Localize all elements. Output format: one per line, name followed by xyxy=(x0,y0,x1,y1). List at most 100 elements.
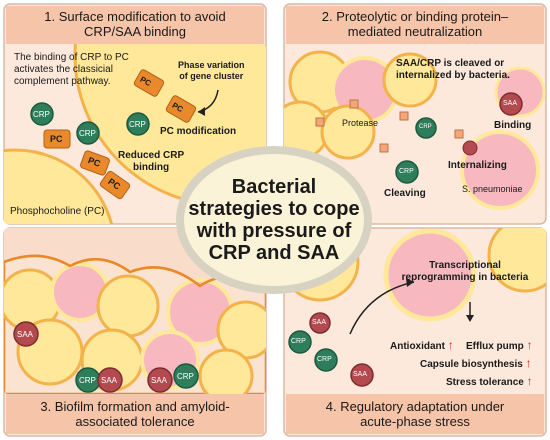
protease-label: Protease xyxy=(342,118,379,128)
panel-4-title-line1: 4. Regulatory adaptation under xyxy=(325,399,505,414)
crp-label: CRP xyxy=(33,110,50,119)
panel-3-markers xyxy=(13,321,199,393)
note-line: The binding of CRP to PC xyxy=(14,52,129,63)
center-title-line1: Bacterial xyxy=(231,176,317,198)
up-arrow-icon: ↑ xyxy=(526,338,533,352)
panel-4-title-line2: acute-phase stress xyxy=(360,414,470,429)
crp-marker xyxy=(288,330,312,354)
crp-marker xyxy=(395,160,419,184)
panel-3-title-line1: 3. Biofilm formation and amyloid- xyxy=(40,399,230,414)
binding-label: Binding xyxy=(494,120,532,131)
phase-line: of gene cluster xyxy=(179,71,244,81)
crp-marker xyxy=(415,117,437,139)
bacterium-cell xyxy=(382,52,438,108)
saa-marker xyxy=(97,367,123,393)
panel-2-title-line1: 2. Proteolytic or binding protein– xyxy=(321,9,509,24)
saa-label: SAA xyxy=(151,376,168,385)
saa-label: SAA xyxy=(17,330,34,339)
pc-tag xyxy=(80,150,110,176)
pc-tag xyxy=(165,95,197,123)
saa-marker xyxy=(309,312,331,334)
panel-4-header xyxy=(286,394,544,434)
arrowhead xyxy=(406,278,414,287)
saa-marker xyxy=(499,92,523,116)
note-line: activates the classicial xyxy=(14,64,113,75)
crp-label: CRP xyxy=(79,376,96,385)
panel-4-markers xyxy=(288,278,474,387)
pc-modification-label: PC modification xyxy=(160,126,237,137)
protease-fragment xyxy=(399,111,409,121)
center-title-line4: CRP and SAA xyxy=(208,242,340,264)
arrowhead xyxy=(466,315,474,322)
saa-marker xyxy=(13,321,39,347)
reprogramming-label: Transcriptional reprogramming in bacteri… xyxy=(390,260,540,284)
panel-1-title-line1: 1. Surface modification to avoid xyxy=(44,9,226,24)
antioxidant-text: Antioxidant xyxy=(390,341,445,352)
crp-label: CRP xyxy=(419,124,432,130)
crp-label: CRP xyxy=(317,356,332,363)
stress-label: Stress tolerance ↑ xyxy=(446,374,533,388)
up-arrow-icon: ↑ xyxy=(525,356,532,370)
arrow-to-reprogramming xyxy=(349,281,415,335)
bacterium-cell xyxy=(96,274,160,338)
arrowhead xyxy=(198,107,205,116)
panel-2-header xyxy=(286,6,544,44)
center-title: Bacterial strategies to cope with pressu… xyxy=(184,176,364,264)
bacterium-cell xyxy=(4,148,117,224)
crp-label: CRP xyxy=(177,372,194,381)
crp-marker xyxy=(173,363,199,389)
pc-tag xyxy=(43,129,71,149)
up-arrow-icon: ↑ xyxy=(526,374,533,388)
note-line: complement pathway. xyxy=(14,76,111,87)
phase-line: Phase variation xyxy=(178,60,245,70)
panel-1-note: The binding of CRP to PC activates the c… xyxy=(14,52,129,88)
pc-tag xyxy=(133,69,165,97)
panel-2-statement: SAA/CRP is cleaved or internalized by ba… xyxy=(396,58,510,82)
saa-label: SAA xyxy=(312,319,327,326)
phosphocholine-label: Phosphocholine (PC) xyxy=(10,206,105,217)
reduced-line: Reduced CRP xyxy=(118,150,185,161)
panel-2-artwork xyxy=(284,50,546,210)
saa-marker xyxy=(350,363,374,387)
protease-fragment xyxy=(454,129,464,139)
stress-text: Stress tolerance xyxy=(446,377,524,388)
bacterium-cell xyxy=(460,130,540,210)
panel-2-title-line2: mediated neutralization xyxy=(347,24,483,39)
statement-line: internalized by bacteria. xyxy=(396,70,510,81)
panel-1-header xyxy=(6,6,264,44)
reduced-crp-label: Reduced CRP binding xyxy=(118,150,184,174)
reprog-line: reprogramming in bacteria xyxy=(401,272,529,283)
panel-1-pc-tags xyxy=(30,69,219,200)
panel-2-markers xyxy=(315,92,523,184)
center-title-line3: with pressure of xyxy=(196,220,352,242)
panel-3-artwork xyxy=(4,228,266,394)
panel-1-title: 1. Surface modification to avoid CRP/SAA… xyxy=(6,9,264,39)
pc-tag xyxy=(99,170,131,200)
panel-2-title: 2. Proteolytic or binding protein– media… xyxy=(286,9,544,39)
statement-line: SAA/CRP is cleaved or xyxy=(396,58,505,69)
panel-4-title: 4. Regulatory adaptation under acute-pha… xyxy=(286,399,544,429)
species-label: S. pneumoniae xyxy=(462,184,523,194)
efflux-text: Efflux pump xyxy=(466,341,524,352)
saa-label: SAA xyxy=(353,371,368,378)
reduced-line: binding xyxy=(133,162,170,173)
pc-label: PC xyxy=(50,134,63,144)
saa-marker xyxy=(147,367,173,393)
saa-label: SAA xyxy=(101,376,118,385)
bacterium-cell xyxy=(320,104,376,160)
cleaving-label: Cleaving xyxy=(384,188,426,199)
crp-marker xyxy=(126,112,150,136)
reprog-line: Transcriptional xyxy=(429,260,501,271)
internalizing-label: Internalizing xyxy=(448,160,507,171)
panel-3-header xyxy=(6,394,264,434)
efflux-label: Efflux pump ↑ xyxy=(466,338,533,352)
crp-marker xyxy=(76,121,100,145)
saa-label: SAA xyxy=(503,100,518,107)
center-title-line2: strategies to cope xyxy=(188,198,360,220)
crp-marker xyxy=(30,102,54,126)
crp-label: CRP xyxy=(399,168,414,175)
protease-fragment xyxy=(315,117,325,127)
phase-variation-label: Phase variation of gene cluster xyxy=(178,60,245,82)
crp-label: CRP xyxy=(79,129,96,138)
